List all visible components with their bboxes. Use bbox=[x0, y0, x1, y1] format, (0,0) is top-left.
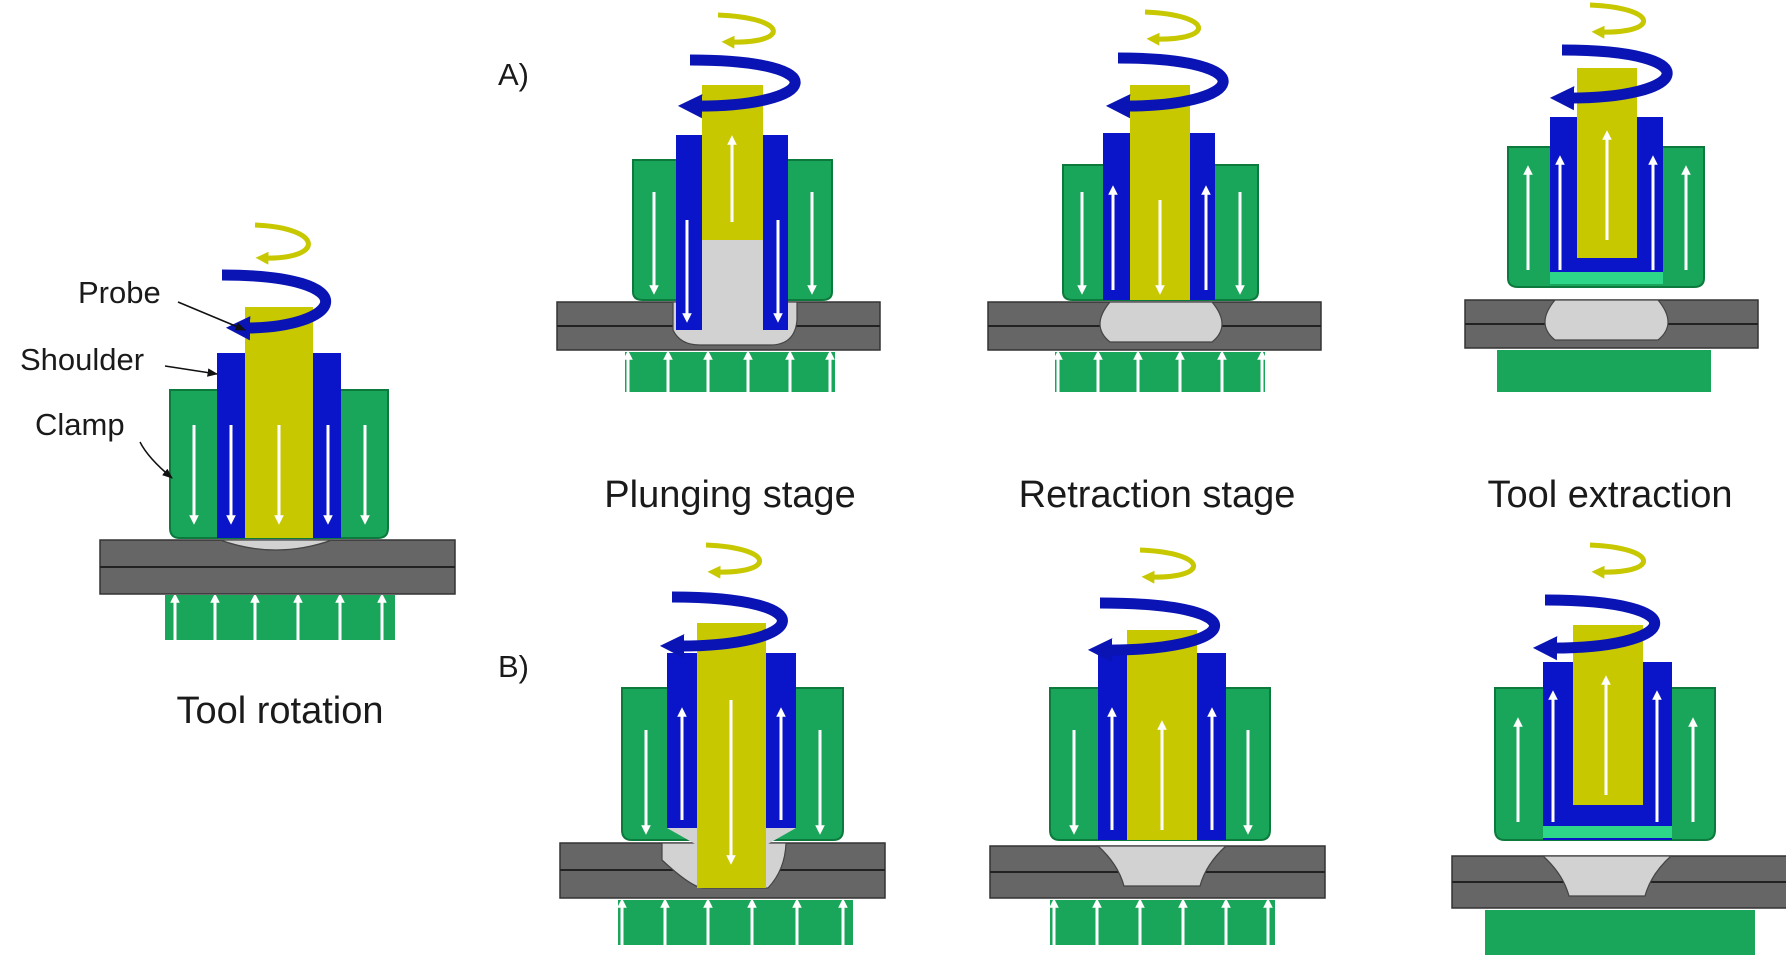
caption-extraction: Tool extraction bbox=[1487, 474, 1732, 516]
motion-arrows bbox=[1523, 130, 1691, 270]
shoulder-tip bbox=[1543, 826, 1672, 838]
probe bbox=[1573, 625, 1643, 805]
spin-arrow-top bbox=[1589, 2, 1646, 39]
row-label-a: A) bbox=[498, 57, 529, 92]
motion-arrows bbox=[189, 425, 370, 525]
weld-flash bbox=[667, 828, 697, 845]
spin-arrow-bottom bbox=[1087, 597, 1221, 663]
spin-arrow-top bbox=[705, 542, 762, 579]
spin-arrow-bottom bbox=[1532, 594, 1660, 661]
panel-a-plunging bbox=[556, 12, 881, 392]
spin-arrow-bottom bbox=[1549, 44, 1673, 111]
backing-clamp bbox=[165, 595, 395, 640]
motion-arrows bbox=[1077, 185, 1245, 295]
spin-arrow-top bbox=[1589, 542, 1646, 579]
panel-a-extraction bbox=[1464, 2, 1759, 392]
caption-tool-rotation: Tool rotation bbox=[176, 690, 383, 732]
backing-clamp bbox=[1485, 910, 1755, 955]
sheet-stack bbox=[989, 845, 1326, 899]
panel-b-plunging bbox=[559, 542, 886, 945]
clamp-label: Clamp bbox=[35, 407, 125, 442]
backing-arrows bbox=[170, 593, 387, 640]
probe-label: Probe bbox=[78, 275, 161, 310]
backing-clamp bbox=[1055, 352, 1265, 392]
weld-cavity bbox=[702, 240, 763, 335]
panel-b-extraction bbox=[1451, 542, 1786, 955]
motion-arrows bbox=[641, 700, 825, 865]
probe-leader bbox=[177, 301, 246, 331]
sheet-stack bbox=[987, 301, 1322, 351]
row-label-b: B) bbox=[498, 649, 529, 684]
backing-clamp bbox=[625, 352, 835, 392]
caption-plunging: Plunging stage bbox=[604, 474, 855, 516]
backing-clamp bbox=[618, 900, 853, 945]
spin-arrow-top bbox=[1144, 9, 1201, 46]
motion-arrows bbox=[1513, 675, 1698, 822]
sheet-stack bbox=[1464, 299, 1759, 349]
spin-arrow-top bbox=[1139, 547, 1196, 584]
motion-arrows bbox=[1069, 707, 1253, 835]
shoulder-label: Shoulder bbox=[20, 342, 144, 377]
clamp-leader bbox=[139, 441, 173, 479]
backing-clamp bbox=[1050, 900, 1275, 945]
spin-arrow-bottom bbox=[221, 269, 332, 341]
spin-arrow-bottom bbox=[677, 54, 801, 119]
spin-arrow-bottom bbox=[659, 591, 788, 659]
panel-a-retraction bbox=[987, 9, 1322, 392]
panel-b-retraction bbox=[989, 547, 1326, 945]
backing-clamp bbox=[1497, 350, 1711, 392]
spin-arrow-bottom bbox=[1105, 52, 1229, 119]
spin-arrow-top bbox=[254, 222, 311, 265]
shoulder-leader bbox=[164, 365, 219, 377]
sheet-stack bbox=[99, 539, 456, 595]
panel-tool-rotation: Probe Shoulder Clamp Tool rotation bbox=[20, 222, 456, 732]
sheet-stack bbox=[1451, 855, 1786, 909]
motion-arrows bbox=[649, 135, 817, 323]
spin-arrow-top bbox=[717, 12, 776, 49]
shoulder-tip bbox=[1550, 272, 1663, 284]
caption-retraction: Retraction stage bbox=[1019, 474, 1296, 516]
